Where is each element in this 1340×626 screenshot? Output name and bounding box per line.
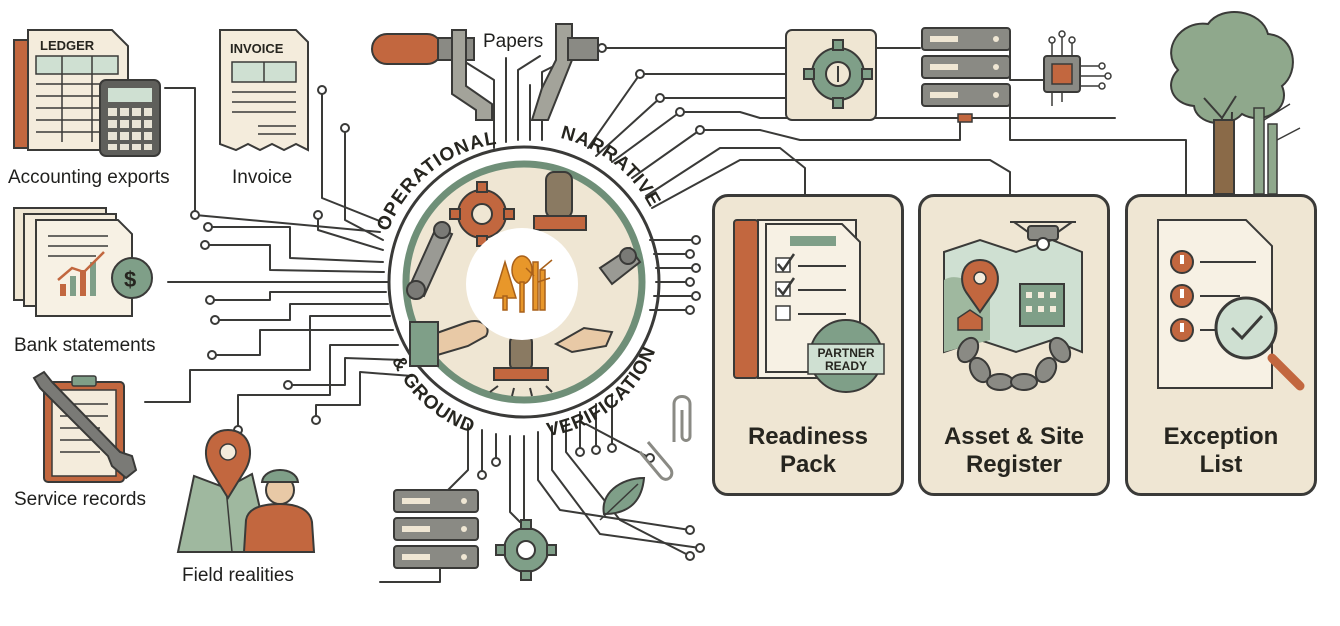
gear-panel-icon [785,29,877,121]
card-title-line-2: Pack [779,451,837,478]
connector-lines [144,39,1187,583]
gear-bottom-icon [495,519,557,581]
card-title-exception-list: Exception List [1128,423,1314,479]
output-card-readiness-pack: Readiness Pack [712,194,904,496]
wrench-clipboard-icon [32,370,138,483]
map-pin-worker-icon [176,428,316,553]
output-card-exception-list: Exception List [1125,194,1317,496]
invoice-doc-text: INVOICE [230,41,284,56]
label-field-realities: Field realities [182,565,294,586]
card-title-line-2: List [1199,451,1243,478]
card-title-line-1: Asset & Site [943,423,1085,450]
card-title-asset-site-register: Asset & Site Register [921,423,1107,479]
card-title-line-2: Register [965,451,1063,478]
output-card-asset-site-register: Asset & Site Register [918,194,1110,496]
server-stack-icon [921,27,1011,123]
label-invoice: Invoice [232,167,293,188]
junction-dots [190,43,705,561]
paperclip-icon [638,395,692,481]
ledger-doc-text: LEDGER [40,38,95,53]
bank-statement-icon: $ [13,207,153,317]
card-title-line-1: Readiness [747,423,869,450]
tree-icon [1170,10,1301,195]
paper-press-icon [371,23,599,121]
label-bank-statements: Bank statements [14,335,156,356]
invoice-icon [219,29,309,152]
ledger-calculator-icon [13,29,161,157]
label-service-records: Service records [14,489,146,510]
label-papers: Papers [483,31,544,52]
svg-text:$: $ [124,267,136,292]
card-title-readiness-pack: Readiness Pack [715,423,901,479]
leaf-icon [599,476,646,521]
tree-logo-icon [492,255,553,313]
card-title-line-1: Exception [1163,423,1279,450]
server-stack-bottom-icon [393,489,479,569]
label-accounting-exports: Accounting exports [8,167,170,188]
chip-icon [1043,30,1112,106]
